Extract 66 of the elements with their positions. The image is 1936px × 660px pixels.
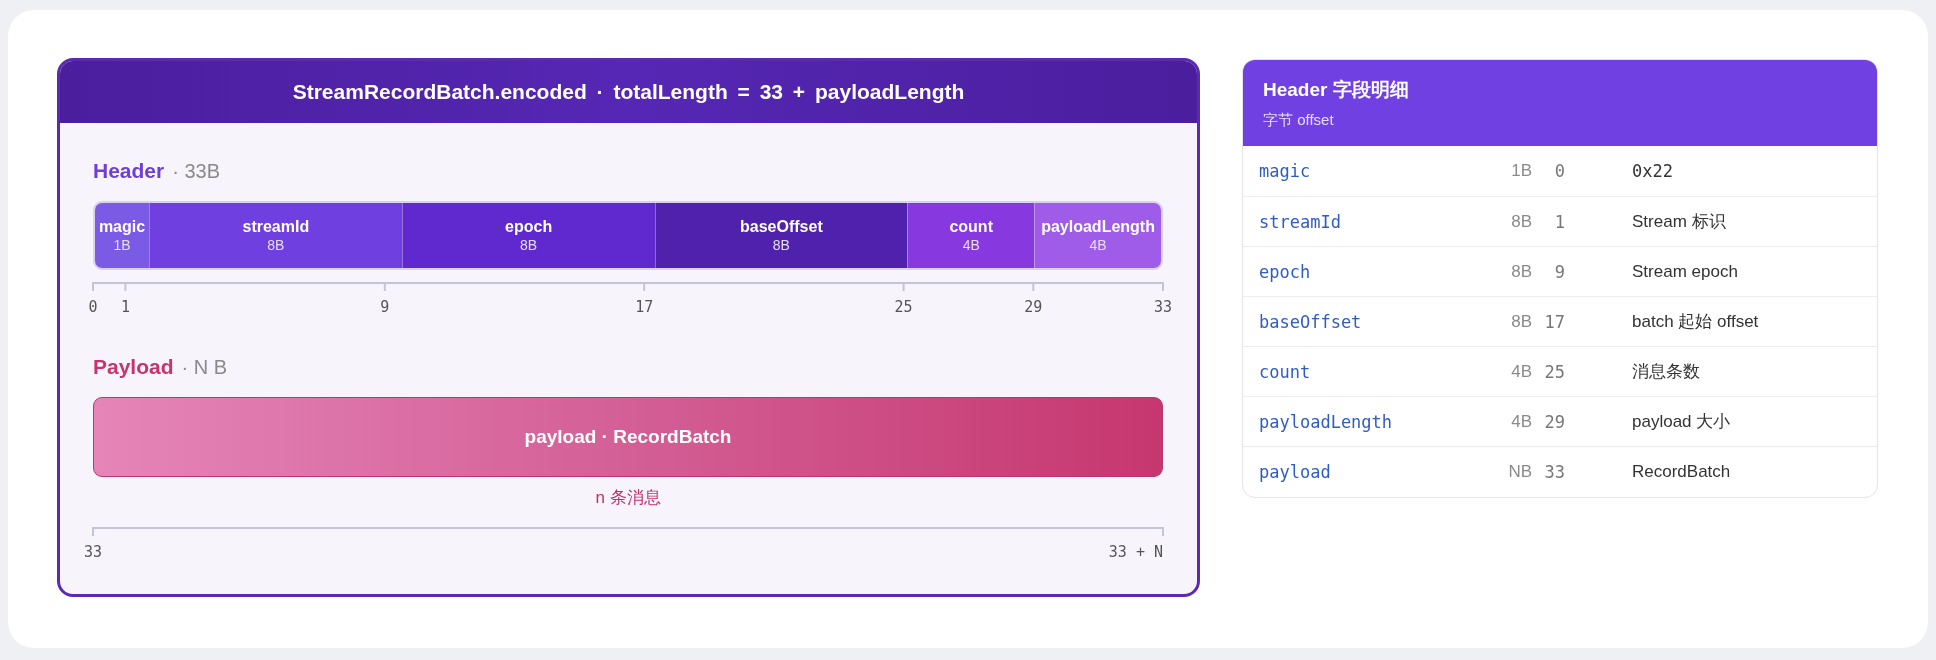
field-name: epoch [1259,261,1311,282]
section-heading: Header [93,159,165,183]
tick-label: 9 [380,297,390,317]
field-size: 4B [1511,361,1532,382]
tick-label: 25 [894,297,913,317]
field-description: payload 大小 [1632,411,1731,433]
field-segment [907,203,1035,268]
tick-label: 0 [88,297,98,317]
tick-label: 33 [1153,297,1173,317]
field-description: Stream 标识 [1632,211,1726,233]
field-name: payloadLength [1259,411,1393,432]
segment-size: 8B [772,237,790,254]
panel-title: StreamRecordBatch.encoded · totalLength = 33 + payloadLength [292,80,965,104]
segment-name: magic [98,217,146,237]
field-size: 4B [1511,411,1532,432]
field-description: 0x22 [1632,161,1673,181]
field-name: count [1259,361,1311,382]
field-description: 消息条数 [1632,361,1700,383]
field-size: 8B [1511,211,1532,232]
field-segment [95,203,149,268]
table-card [1242,59,1878,498]
tick-label: 17 [635,297,654,317]
field-offset: 9 [1554,261,1565,282]
field-offset: 25 [1544,361,1565,382]
segment-size: 8B [520,237,538,254]
field-segment [149,203,402,268]
field-description: Stream epoch [1632,261,1738,282]
tick-label: 29 [1024,297,1043,317]
card-subtitle: 字节 offset [1263,110,1334,130]
payload-label: payload · RecordBatch [524,426,732,448]
field-size: 1B [1511,161,1532,181]
tick-label: 33 + N [1108,542,1163,562]
segment-name: baseOffset [740,217,823,237]
field-size: 8B [1511,261,1532,282]
payload-note: n 条消息 [595,487,661,509]
field-name: payload [1259,461,1331,482]
segment-name: count [949,217,993,237]
segment-name: streamId [242,217,310,237]
field-offset: 1 [1554,211,1565,232]
tick-label: 1 [120,297,130,317]
segment-size: 4B [1089,237,1107,254]
section-size: · N B [181,355,228,379]
field-name: baseOffset [1259,311,1362,332]
segment-name: payloadLength [1041,217,1155,237]
field-description: RecordBatch [1632,461,1731,482]
field-offset: 29 [1544,411,1565,432]
segment-size: 1B [113,237,131,254]
diagram-panel [57,58,1200,597]
field-segment [401,203,655,268]
field-offset: 0 [1554,161,1565,181]
field-name: streamId [1259,211,1341,232]
tick-label: 33 [83,542,103,562]
field-name: magic [1259,161,1311,181]
field-segment [654,203,908,268]
segment-size: 4B [962,237,980,254]
field-offset: 17 [1544,311,1565,332]
segment-size: 8B [267,237,285,254]
field-description: batch 起始 offset [1632,311,1759,333]
field-offset: 33 [1544,461,1565,482]
field-segment [1034,203,1161,268]
segment-name: epoch [505,217,553,237]
card-title: Header 字段明细 [1263,78,1409,102]
field-size: 8B [1511,311,1532,332]
section-heading: Payload [93,355,174,379]
section-size: · 33B [172,159,220,183]
field-size: NB [1508,461,1532,482]
